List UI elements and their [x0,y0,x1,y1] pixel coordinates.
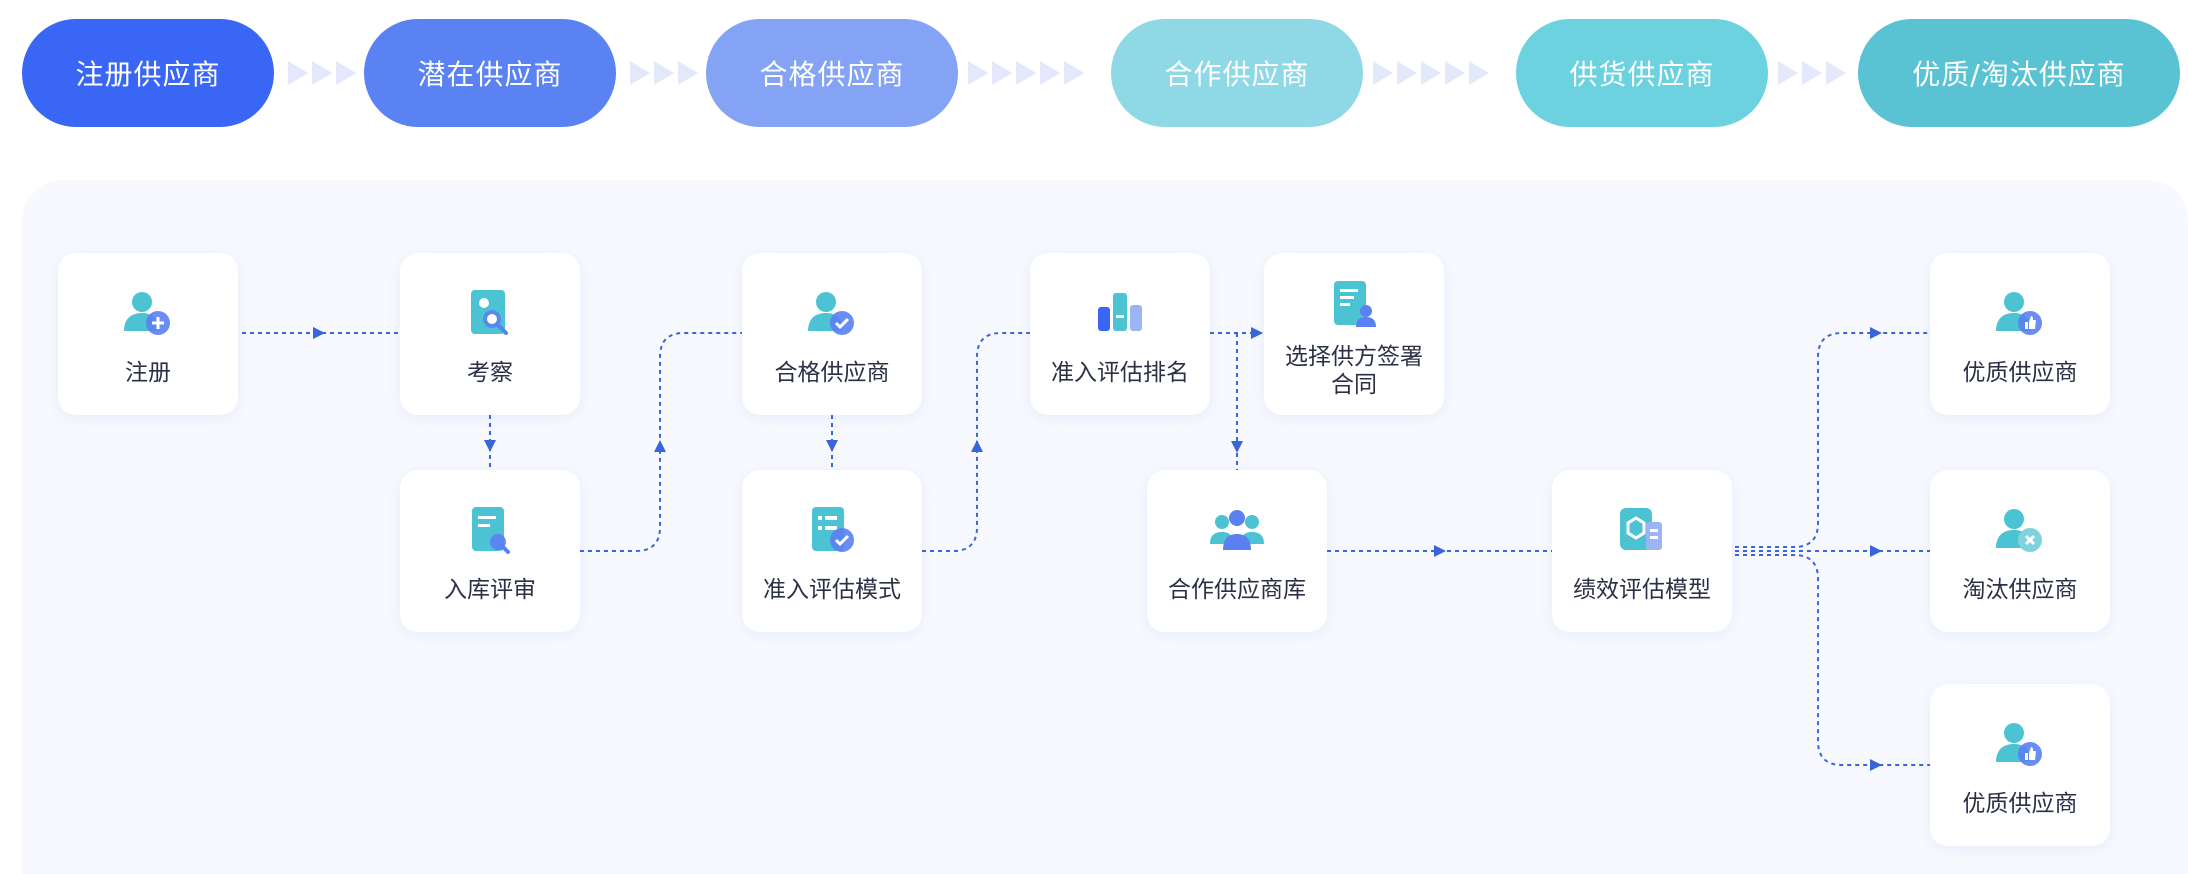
stage-chevrons-3 [968,60,1084,86]
bar-chart-icon [1098,293,1142,331]
card-quality-2[interactable]: 优质供应商 [1930,684,2110,846]
card-eliminated[interactable]: 淘汰供应商 [1930,470,2110,632]
review-document-icon [472,507,510,554]
card-quality-2-label: 优质供应商 [1962,791,2078,817]
card-warehouse-review-label: 入库评审 [444,577,536,603]
stage-final: 优质/淘汰供应商 [1858,19,2180,127]
performance-model-icon [1620,508,1662,550]
card-qualified-label: 合格供应商 [774,360,890,386]
card-quality-1[interactable]: 优质供应商 [1930,253,2110,415]
card-performance-model[interactable]: 绩效评估模型 [1552,470,1732,632]
stage-chevrons-1 [288,60,356,86]
card-access-eval-rank[interactable]: 准入评估排名 [1030,253,1210,415]
stage-chevrons-5 [1778,60,1846,86]
contract-icon [1334,281,1376,327]
checklist-icon [812,507,854,552]
stage-potential: 潜在供应商 [364,19,616,127]
user-remove-icon [1996,509,2042,552]
card-coop-library-label: 合作供应商库 [1168,577,1306,603]
card-warehouse-review[interactable]: 入库评审 [400,470,580,632]
inspect-document-icon [471,290,508,335]
card-access-eval-rank-label: 准入评估排名 [1051,360,1189,386]
user-thumbs-up-icon [1996,723,2042,766]
card-register[interactable]: 注册 [58,253,238,415]
card-access-eval-mode[interactable]: 准入评估模式 [742,470,922,632]
card-eliminated-label: 淘汰供应商 [1962,577,2078,603]
card-select-sign[interactable]: 选择供方签署合同 [1264,253,1444,415]
stage-qualified: 合格供应商 [706,19,958,127]
stage-chevrons-4 [1373,60,1489,86]
card-select-sign-label: 选择供方签署合同 [1285,344,1423,398]
stage-register: 注册供应商 [22,19,274,127]
card-register-label: 注册 [125,360,171,386]
user-add-icon [124,292,170,335]
card-quality-1-label: 优质供应商 [1962,360,2078,386]
card-performance-model-label: 绩效评估模型 [1573,577,1711,603]
user-group-icon [1210,510,1264,550]
stage-cooperative: 合作供应商 [1111,19,1363,127]
card-inspect[interactable]: 考察 [400,253,580,415]
stage-supplying: 供货供应商 [1516,19,1768,127]
card-inspect-label: 考察 [467,360,513,386]
card-coop-library[interactable]: 合作供应商库 [1147,470,1327,632]
stage-chevrons-2 [630,60,698,86]
user-thumbs-up-icon [1996,292,2042,335]
card-qualified[interactable]: 合格供应商 [742,253,922,415]
user-check-icon [808,292,854,335]
card-access-eval-mode-label: 准入评估模式 [763,577,901,603]
